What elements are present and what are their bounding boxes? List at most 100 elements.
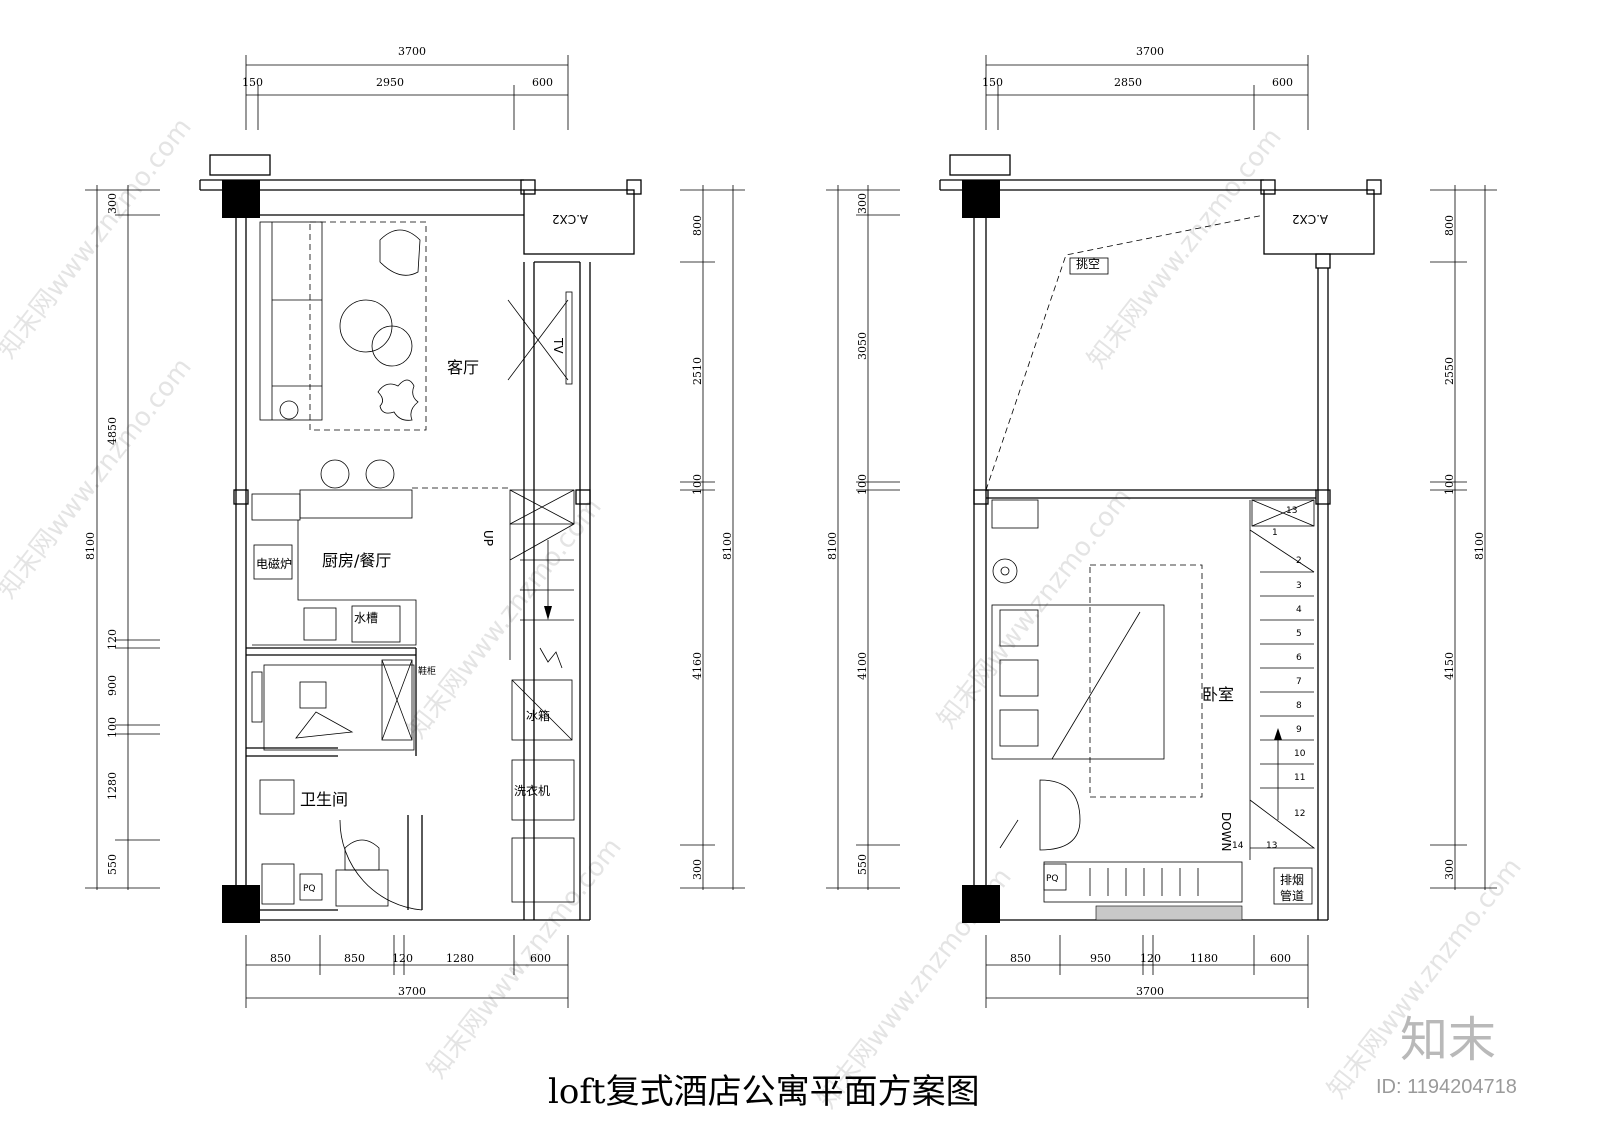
- left-dim-rside-5: 300: [691, 859, 704, 880]
- left-dim-rside-3: 100: [691, 474, 704, 495]
- fridge-label: 冰箱: [526, 708, 550, 723]
- right-dim-side-5: 550: [856, 854, 869, 875]
- left-bathroom: 鞋柜 卫生间 PQ: [251, 659, 436, 907]
- right-top-dimensions: 3700 150 2850 600: [982, 45, 1309, 130]
- left-living-furniture: 客厅 TV: [259, 221, 573, 431]
- right-dim-rside-1: 800: [1443, 215, 1456, 236]
- stair-step-12: 12: [1294, 809, 1305, 819]
- right-dim-rside-4: 4150: [1443, 652, 1456, 680]
- left-dim-top-a: 150: [242, 76, 263, 89]
- bedroom-label: 卧室: [1202, 685, 1234, 704]
- left-dim-top-b: 2950: [376, 76, 404, 89]
- column: [962, 180, 1000, 218]
- right-stairs: 13 1 2 3 4 5 6 7 8 9 10 11 12 14 13 DOWN…: [1219, 499, 1316, 905]
- sink: [351, 605, 401, 643]
- stair-step-13-top: 13: [1286, 506, 1297, 516]
- left-dim-side-4: 900: [106, 675, 119, 696]
- left-dim-bottom-4: 1280: [446, 952, 474, 965]
- duct-label-2: 管道: [1280, 888, 1304, 903]
- tv: [565, 291, 573, 385]
- watermark-text: 知末网www.znzmo.com: [0, 113, 198, 365]
- right-dim-top-a: 150: [982, 76, 1003, 89]
- toilet: [344, 839, 380, 871]
- rug: [309, 221, 427, 431]
- washer: [511, 759, 575, 821]
- stair-step-10: 10: [1294, 749, 1306, 759]
- rug: [1089, 564, 1203, 798]
- right-dim-side-4: 4100: [856, 652, 869, 680]
- left-side-dimensions: 300 4850 8100 120 900 100 1280 550: [84, 185, 160, 890]
- stair-step-1: 1: [1272, 528, 1278, 538]
- bar-stool: [320, 459, 350, 489]
- bed: [991, 604, 1165, 760]
- fridge: [511, 679, 573, 741]
- left-dim-side-7: 550: [106, 854, 119, 875]
- stair-step-5: 5: [1296, 629, 1302, 639]
- left-dim-side-total: 8100: [84, 532, 97, 560]
- watermark-text: 知末网www.znzmo.com: [932, 483, 1138, 735]
- left-stair-area: UP 冰箱 洗衣机: [481, 489, 575, 903]
- left-dim-side-2: 4850: [106, 417, 119, 445]
- left-dim-bottom-3: 120: [392, 952, 413, 965]
- watermark-text: 知末网www.znzmo.com: [402, 493, 608, 745]
- right-dim-bottom-4: 1180: [1190, 952, 1218, 965]
- stair-step-6: 6: [1296, 653, 1302, 663]
- right-bottom-dimensions: 850 950 120 1180 600 3700: [985, 935, 1309, 1008]
- right-dim-bottom-2: 950: [1090, 952, 1111, 965]
- right-pq-label: PQ: [1046, 874, 1059, 884]
- living-room-label: 客厅: [447, 358, 479, 377]
- watermark-text: 知末网www.znzmo.com: [1082, 123, 1288, 375]
- left-dim-bottom-2: 850: [344, 952, 365, 965]
- left-dim-bottom-total: 3700: [398, 985, 426, 998]
- tv-label: TV: [551, 337, 565, 354]
- stair-step-13-bottom: 13: [1266, 841, 1277, 851]
- bar-stool: [365, 459, 395, 489]
- left-dim-rside-2: 2510: [691, 357, 704, 385]
- stair-step-4: 4: [1296, 605, 1302, 615]
- right-dim-top-b: 2850: [1114, 76, 1142, 89]
- left-pq-label: PQ: [303, 884, 316, 894]
- left-dim-side-5: 100: [106, 717, 119, 738]
- left-floor-plan: 3700 150 2950 600 850 850 120 1280 600 3…: [84, 45, 745, 1008]
- right-dim-rside-3: 100: [1443, 474, 1456, 495]
- stove: [253, 544, 293, 580]
- right-dim-bottom-5: 600: [1270, 952, 1291, 965]
- brand-logo: 知末: [1400, 1012, 1496, 1068]
- shoe-cabinet: [381, 659, 413, 741]
- left-dim-bottom-5: 600: [530, 952, 551, 965]
- right-dim-rside-total: 8100: [1473, 532, 1486, 560]
- chair: [1039, 779, 1081, 851]
- column: [222, 885, 260, 923]
- left-dim-rside-4: 4160: [691, 652, 704, 680]
- image-id: ID: 1194204718: [1376, 1076, 1517, 1098]
- right-bedroom: 卧室 PQ: [991, 499, 1243, 921]
- kitchen-label: 厨房/餐厅: [322, 551, 391, 570]
- right-dim-bottom-3: 120: [1140, 952, 1161, 965]
- washer-label: 洗衣机: [514, 783, 550, 798]
- right-dim-top-total: 3700: [1136, 45, 1164, 58]
- right-dim-side-total: 8100: [826, 532, 839, 560]
- right-dim-rside-2: 2550: [1443, 357, 1456, 385]
- left-dim-side-1: 300: [106, 193, 119, 214]
- right-dim-side-3: 100: [856, 474, 869, 495]
- sofa: [259, 221, 323, 421]
- left-bottom-dimensions: 850 850 120 1280 600 3700: [245, 935, 569, 1008]
- right-kt-label: A.CX2: [1292, 212, 1328, 226]
- stairs-up-label: UP: [481, 530, 495, 546]
- stair-step-14: 14: [1232, 841, 1244, 851]
- column: [962, 885, 1000, 923]
- animal-rug: [377, 379, 419, 421]
- left-dim-side-6: 1280: [106, 772, 119, 800]
- stairs-down-label: DOWN: [1219, 812, 1233, 852]
- smoke-duct: [1273, 867, 1313, 905]
- armchair: [379, 229, 421, 276]
- stair-step-3: 3: [1296, 581, 1302, 591]
- stair-step-9: 9: [1296, 725, 1302, 735]
- washbasin: [259, 779, 295, 815]
- left-kitchen: 厨房/餐厅 电磁炉 水槽: [251, 459, 512, 646]
- cooktop: [303, 607, 337, 641]
- stair-step-2: 2: [1296, 556, 1302, 566]
- stair-step-11: 11: [1294, 773, 1305, 783]
- right-dim-bottom-1: 850: [1010, 952, 1031, 965]
